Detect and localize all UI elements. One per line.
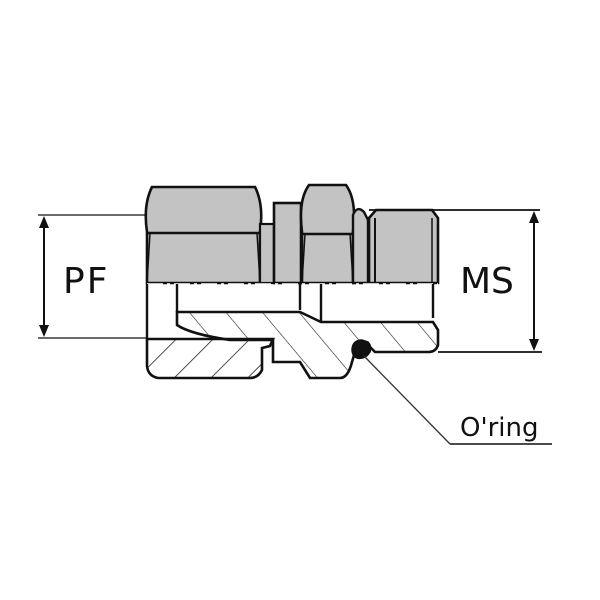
- arrow-up-icon: [529, 211, 539, 223]
- body-hex: [299, 183, 356, 285]
- dimension-pf: [38, 214, 147, 339]
- oring-callout-label: O'ring: [460, 413, 539, 443]
- neck-section: [258, 222, 276, 285]
- oring-callout-leader: [363, 355, 552, 445]
- arrow-down-icon: [39, 325, 49, 337]
- section-view-lower-half: [145, 284, 440, 380]
- undercut-groove: [351, 207, 370, 285]
- collar-ring: [272, 201, 303, 285]
- male-stud-thread: [367, 208, 540, 285]
- arrow-down-icon: [529, 339, 539, 351]
- exterior-view-upper-half: [144, 183, 540, 285]
- ms-dimension-label: MS: [460, 261, 514, 302]
- arrow-up-icon: [39, 216, 49, 228]
- swivel-nut-hex: [144, 185, 263, 285]
- nut-section-hatched: [145, 337, 275, 380]
- oring-seal: [351, 339, 372, 360]
- pf-dimension-label: PF: [63, 261, 110, 302]
- dimension-ms: [438, 211, 542, 353]
